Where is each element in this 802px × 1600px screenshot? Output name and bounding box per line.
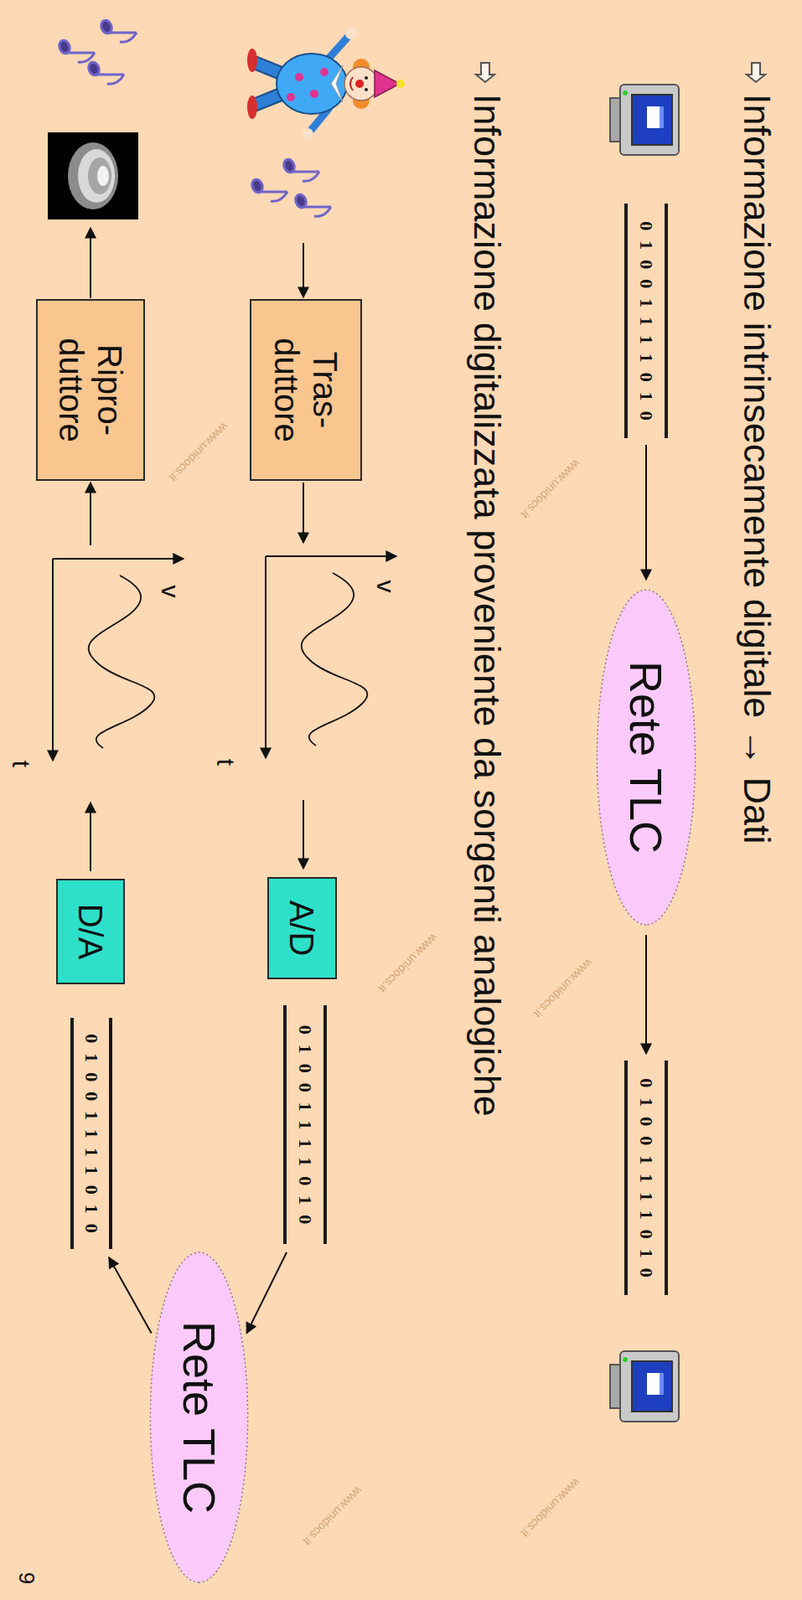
network-ellipse: Rete TLC xyxy=(595,586,698,929)
bullet-icon xyxy=(476,62,495,83)
clown-figure xyxy=(247,27,405,140)
computer-icon xyxy=(610,84,679,156)
node-text: Rete TLC xyxy=(620,661,673,854)
bullet-icon xyxy=(746,62,766,83)
page-number: 9 xyxy=(13,1572,39,1585)
axis-label: v xyxy=(371,580,401,594)
network-arrow xyxy=(645,444,647,580)
watermark: www.unidocs.it xyxy=(166,420,232,486)
watermark: www.unidocs.it xyxy=(300,1484,366,1550)
network-arrow xyxy=(246,1252,287,1335)
axis-label: t xyxy=(211,759,241,766)
converter-box: D/A xyxy=(56,879,125,985)
bit-stream: 01001111010 xyxy=(624,1060,668,1296)
network-ellipse: Rete TLC xyxy=(148,1249,250,1587)
node-text: D/A xyxy=(71,904,110,961)
transducer-box: Ripro- duttore xyxy=(36,299,145,482)
bit-stream: 01001111010 xyxy=(70,1018,113,1250)
bullet-heading: Informazione intrinsecamente digitale → … xyxy=(734,93,779,844)
node-text: Ripro- duttore xyxy=(51,300,130,480)
network-arrow xyxy=(645,935,647,1055)
network-arrow xyxy=(108,1257,152,1335)
computer-icon xyxy=(610,1351,679,1423)
watermark: www.unidocs.it xyxy=(518,1476,584,1542)
bit-stream: 01001111010 xyxy=(624,203,668,439)
converter-box: A/D xyxy=(267,877,337,980)
node-text: Rete TLC xyxy=(172,1321,225,1515)
bit-stream: 01001111010 xyxy=(283,1005,327,1245)
axis-label: v xyxy=(155,585,186,599)
music-notes xyxy=(57,18,137,84)
watermark: www.unidocs.it xyxy=(518,457,584,523)
watermark: www.unidocs.it xyxy=(531,957,596,1022)
node-text: A/D xyxy=(283,900,322,958)
transducer-box: Tras- duttore xyxy=(249,299,363,482)
node-text: 01001111010 xyxy=(635,211,657,430)
axis-label: t xyxy=(6,760,37,768)
node-text: Tras- duttore xyxy=(267,300,345,480)
speaker-icon xyxy=(47,132,139,220)
bullet-heading: Informazione digitalizzata proveniente d… xyxy=(465,93,509,1118)
music-notes xyxy=(250,157,332,217)
node-text: 01001111010 xyxy=(294,1015,316,1235)
node-text: 01001111010 xyxy=(80,1024,102,1243)
node-text: 01001111010 xyxy=(635,1068,657,1288)
watermark: www.unidocs.it xyxy=(376,931,441,997)
